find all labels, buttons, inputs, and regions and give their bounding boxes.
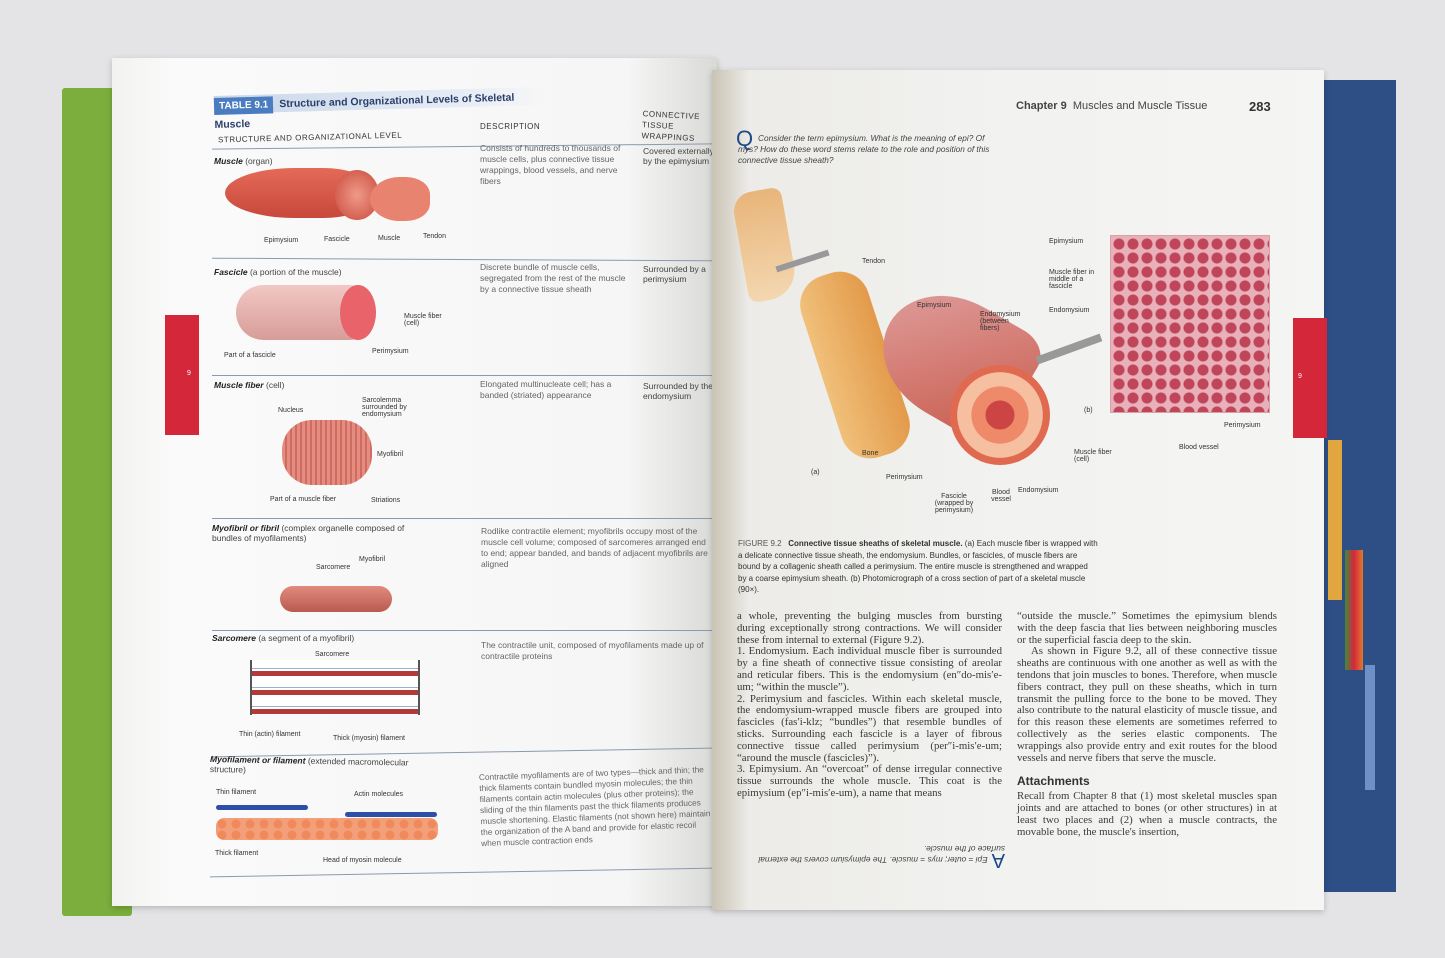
row-fiber-wrapping: Surrounded by the endomysium xyxy=(643,381,713,401)
table-number: TABLE 9.1 xyxy=(213,96,274,115)
label-thin-filament: Thin filament xyxy=(216,789,257,796)
label-thin-filament: Thin (actin) filament xyxy=(239,731,301,738)
label-myofibril: Myofibril xyxy=(377,451,404,458)
label-thick-filament: Thick (myosin) filament xyxy=(333,735,405,742)
row-fascicle-label: Fascicle (a portion of the muscle) xyxy=(214,267,342,277)
tab-stack xyxy=(1345,550,1363,670)
row-muscle-description: Consists of hundreds to thousands of mus… xyxy=(480,143,621,186)
row-sarcomere-description: The contractile unit, composed of myofil… xyxy=(481,640,704,661)
label-fascicle: Fascicle xyxy=(324,236,350,243)
divider xyxy=(212,518,712,519)
fig-label-tendon: Tendon xyxy=(862,258,885,265)
label-actin: Actin molecules xyxy=(354,791,404,798)
divider xyxy=(212,375,712,376)
body-column-2: “outside the muscle.” Sometimes the epim… xyxy=(1017,610,1277,838)
figb-label-perimysium: Perimysium xyxy=(1224,422,1261,429)
label-sarcomere: Sarcomere xyxy=(315,651,350,658)
row-myofilament-label: Myofilament or filament (extended macrom… xyxy=(209,754,409,775)
page-number: 283 xyxy=(1249,99,1271,114)
paragraph-epimysium: 3. Epimysium. An “overcoat” of dense irr… xyxy=(737,763,1002,799)
tab-orange xyxy=(1328,440,1342,600)
fig-label-fascicle: Fascicle (wrapped by perimysium) xyxy=(934,493,974,514)
col-header-description: DESCRIPTION xyxy=(480,122,541,131)
fig-label-muscle-fiber: Muscle fiber (cell) xyxy=(1074,449,1112,463)
chapter-tab-left[interactable]: 9 xyxy=(165,315,199,435)
body-column-1: a whole, preventing the bulging muscles … xyxy=(737,610,1002,800)
label-sarcolemma: Sarcolemma surrounded by endomysium xyxy=(362,397,407,418)
label-thick-filament: Thick filament xyxy=(215,850,259,857)
fascicle-end xyxy=(340,285,376,340)
row-fiber-description: Elongated multinucleate cell; has a band… xyxy=(480,379,612,400)
right-page xyxy=(712,70,1324,910)
paragraph: a whole, preventing the bulging muscles … xyxy=(737,610,1002,646)
label-part-of-fiber: Part of a muscle fiber xyxy=(270,496,337,503)
fig-label-endomysium-2: Endomysium xyxy=(1018,487,1059,494)
label-tendon: Tendon xyxy=(423,233,446,240)
label-perimysium: Perimysium xyxy=(372,348,409,355)
figure-caption: FIGURE 9.2 Connective tissue sheaths of … xyxy=(738,539,1098,594)
answer-mark-a: A xyxy=(991,849,1005,871)
fig-label-endomysium: Endomysium (between fibers) xyxy=(980,311,1021,332)
question-text: Consider the term epimysium. What is the… xyxy=(738,133,990,165)
divider xyxy=(212,630,712,631)
paragraph: “outside the muscle.” Sometimes the epim… xyxy=(1017,610,1277,646)
figb-label-epimysium: Epimysium xyxy=(1049,238,1084,245)
label-part-of-fascicle: Part of a fascicle xyxy=(224,352,276,359)
fig-label-epimysium: Epimysium xyxy=(917,302,952,309)
row-muscle-label: Muscle (organ) xyxy=(214,156,273,166)
question-mark-q: Q xyxy=(736,126,754,151)
sarcomere-illustration xyxy=(250,660,420,715)
label-muscle: Muscle xyxy=(378,235,401,242)
row-fascicle-wrapping: Surrounded by a perimysium xyxy=(643,264,706,284)
label-epimysium: Epimysium xyxy=(264,237,299,244)
muscle-part xyxy=(370,177,430,221)
row-fascicle-description: Discrete bundle of muscle cells, segrega… xyxy=(480,262,626,294)
row-muscle-wrapping: Covered externally by the epimysium xyxy=(643,146,714,166)
label-myosin-head: Head of myosin molecule xyxy=(323,857,402,864)
figb-label-b: (b) xyxy=(1084,407,1093,414)
label-sarcomere: Sarcomere xyxy=(316,564,351,571)
row-fiber-label: Muscle fiber (cell) xyxy=(214,380,285,390)
row-myofibril-description: Rodlike contractile element; myofibrils … xyxy=(481,526,708,569)
myofibril-illustration xyxy=(280,586,392,612)
muscle-cross-section-illustration xyxy=(950,365,1050,465)
tab-blue-right xyxy=(1365,665,1375,790)
row-myofibril-label: Myofibril or fibril (complex organelle c… xyxy=(212,523,405,543)
thick-filament-illustration xyxy=(216,818,438,840)
label-muscle-fiber: Muscle fiber (cell) xyxy=(404,313,442,327)
muscle-fiber-illustration xyxy=(282,420,372,485)
figb-label-blood-vessel: Blood vessel xyxy=(1179,444,1219,451)
label-striations: Striations xyxy=(371,497,401,504)
chapter-tab-right[interactable]: 9 xyxy=(1293,318,1327,438)
paragraph: As shown in Figure 9.2, all of these con… xyxy=(1017,645,1277,764)
thin-filament-illustration xyxy=(216,805,308,810)
col-header-wrappings: CONNECTIVE TISSUE WRAPPINGS xyxy=(641,109,701,143)
figb-label-endomysium: Endomysium xyxy=(1049,307,1090,314)
row-myofilament-description: Contractile myofilaments are of two type… xyxy=(478,764,711,849)
paragraph: Recall from Chapter 8 that (1) most skel… xyxy=(1017,790,1277,838)
figb-label-muscle-fiber: Muscle fiber in middle of a fascicle xyxy=(1049,269,1095,290)
row-sarcomere-label: Sarcomere (a segment of a myofibril) xyxy=(212,633,355,643)
fig-label-a: (a) xyxy=(811,469,820,476)
answer-text: Epi = outer; mys = muscle. The epimysium… xyxy=(758,844,1005,865)
thin-filament-illustration xyxy=(345,812,437,817)
fig-label-perimysium: Perimysium xyxy=(886,474,923,481)
label-myofibril: Myofibril xyxy=(359,556,386,563)
photomicrograph xyxy=(1110,235,1270,413)
paragraph-endomysium: 1. Endomysium. Each individual muscle fi… xyxy=(737,645,1002,693)
fig-label-bone: Bone xyxy=(862,450,879,457)
paragraph-perimysium: 2. Perimysium and fascicles. Within each… xyxy=(737,692,1002,764)
label-nucleus: Nucleus xyxy=(278,407,304,414)
running-header: Chapter 9 Muscles and Muscle Tissue xyxy=(1016,100,1208,112)
fig-label-blood-vessel: Blood vessel xyxy=(991,489,1011,503)
section-heading-attachments: Attachments xyxy=(1017,774,1090,789)
